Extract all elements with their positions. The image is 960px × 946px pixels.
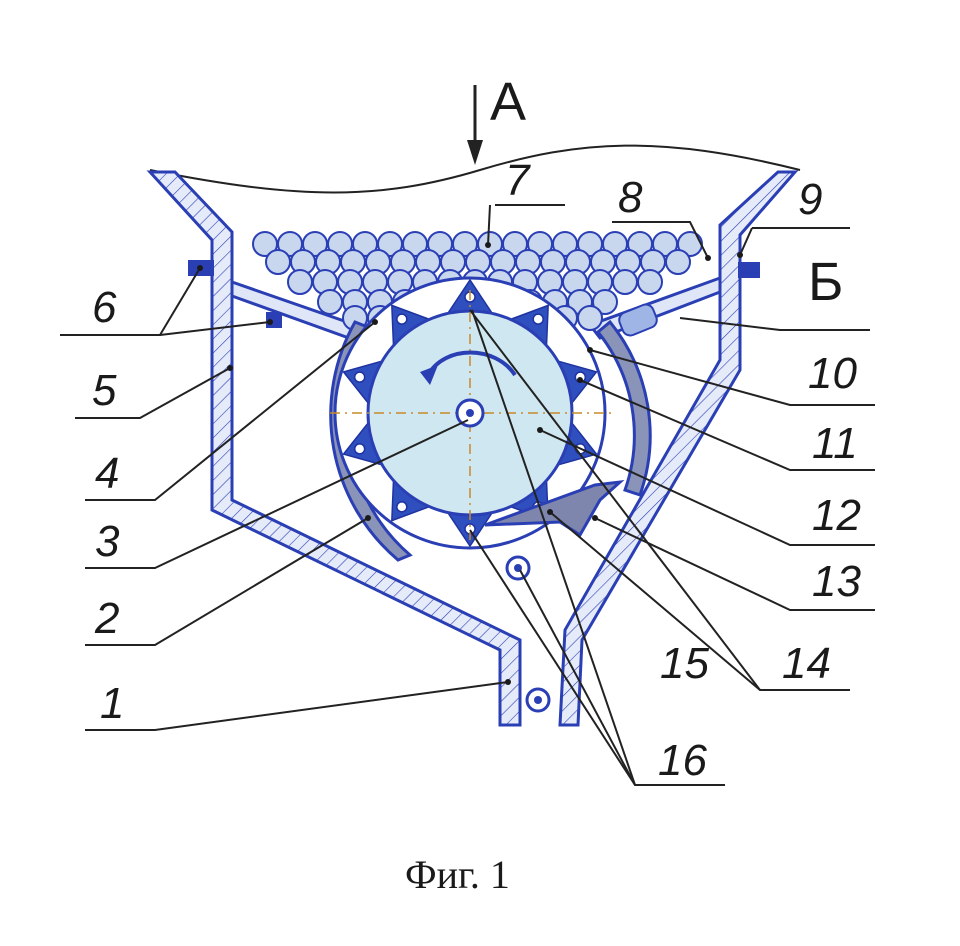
ball — [637, 269, 663, 295]
label-13: 13 — [812, 557, 861, 606]
label-2: 2 — [94, 594, 119, 643]
lower-bolt-lower-dot — [534, 696, 542, 704]
leader-5 — [75, 367, 231, 419]
hopper-top-curve — [149, 144, 801, 194]
section-letter-b: Б — [808, 252, 843, 312]
leader-16c — [469, 529, 636, 786]
leader-2 — [85, 517, 369, 646]
right-bolt — [738, 262, 760, 278]
label-15: 15 — [660, 639, 709, 688]
leader-4 — [85, 321, 376, 501]
label-11: 11 — [812, 419, 858, 468]
ball — [265, 249, 291, 275]
label-4: 4 — [95, 449, 119, 498]
section-letter-a: А — [490, 72, 526, 132]
tooth-pin — [396, 313, 408, 325]
label-10: 10 — [808, 349, 857, 398]
label-14: 14 — [782, 639, 831, 688]
leader-10 — [679, 317, 870, 331]
gate-slider — [618, 303, 658, 337]
ball — [665, 249, 691, 275]
label-8: 8 — [618, 173, 643, 222]
label-6: 6 — [92, 283, 117, 332]
leader-dots — [197, 242, 743, 685]
ball — [592, 289, 618, 315]
shaft-center-dot — [466, 409, 474, 417]
leader-15b — [469, 309, 761, 691]
ball — [317, 289, 343, 315]
label-16: 16 — [658, 736, 707, 785]
leader-13 — [539, 429, 875, 546]
figure-caption: Фиг. 1 — [405, 852, 510, 897]
leader-12 — [579, 379, 875, 471]
label-12: 12 — [812, 491, 861, 540]
housing-left-wall — [146, 170, 522, 727]
leader-9b — [739, 227, 753, 256]
tooth-pin — [353, 371, 366, 383]
tooth-pin — [532, 313, 544, 325]
leader-7b — [487, 204, 491, 246]
leader-16b — [519, 569, 636, 786]
leader-8 — [612, 221, 709, 259]
rotation-arrow-head — [420, 365, 438, 385]
leader-3 — [85, 419, 469, 569]
leader-11 — [589, 349, 875, 406]
leader-14 — [594, 517, 875, 611]
label-5: 5 — [92, 366, 117, 415]
leader-lines — [60, 204, 875, 786]
ball — [577, 305, 603, 331]
ball — [287, 269, 313, 295]
leader-6 — [60, 267, 201, 336]
tooth-pin — [353, 443, 366, 455]
leader-6b — [159, 321, 271, 336]
section-arrow-a-head — [467, 140, 483, 165]
label-9: 9 — [798, 175, 822, 224]
tooth-pin — [396, 501, 408, 513]
label-7: 7 — [505, 156, 531, 205]
label-3: 3 — [95, 517, 120, 566]
label-1: 1 — [100, 679, 124, 728]
ball — [612, 269, 638, 295]
leader-1 — [85, 681, 509, 731]
